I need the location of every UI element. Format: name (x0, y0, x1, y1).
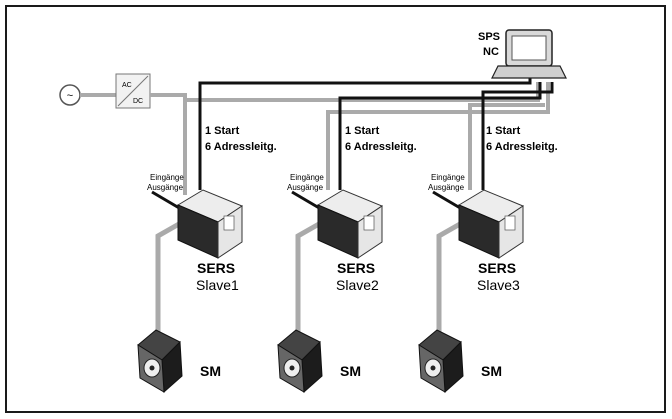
inputs-label: Eingänge (431, 173, 465, 182)
motor-cable (436, 217, 469, 345)
signal-bus-slave2 (338, 82, 542, 190)
controller-pc: SPS NC (478, 29, 567, 79)
motor-label: SM (481, 363, 502, 379)
unit-role-label: Slave1 (196, 277, 239, 293)
outputs-label: Ausgänge (287, 183, 324, 192)
motor-shaft-icon (149, 365, 155, 371)
outputs-label: Ausgänge (428, 183, 465, 192)
converter-ac-label: AC (122, 82, 132, 89)
converter-diagonal (117, 75, 149, 107)
power-bus-slave2 (326, 82, 550, 190)
motor-cable (295, 217, 328, 345)
bus-label-address: 6 Adressleitg. (345, 141, 417, 153)
bus-label-address: 6 Adressleitg. (205, 141, 277, 153)
unit-name-label: SERS (337, 260, 375, 276)
mains-symbol: ~ (67, 90, 73, 102)
motor-label: SM (340, 363, 361, 379)
inputs-label: Eingänge (150, 173, 184, 182)
monitor-screen (511, 35, 547, 61)
controller-label-sps: SPS (478, 31, 500, 43)
bus-label-start: 1 Start (345, 125, 380, 137)
motor-shaft-icon (430, 365, 436, 371)
module-label-plate (223, 215, 235, 231)
inputs-label: Eingänge (290, 173, 324, 182)
slave-unit-2: 1 Start 6 Adressleitg. EingängeAusgängeSER… (277, 125, 417, 394)
module-label-plate (363, 215, 375, 231)
motor-cable (155, 217, 188, 345)
slave-unit-3: 1 Start 6 Adressleitg. EingängeAusgängeSER… (418, 125, 558, 394)
controller-label-nc: NC (483, 46, 499, 58)
slave-unit-1: 1 Start 6 Adressleitg. EingängeAusgängeSER… (137, 125, 277, 394)
bus-label-start: 1 Start (205, 125, 240, 137)
outputs-label: Ausgänge (147, 183, 184, 192)
keyboard-icon (491, 65, 567, 79)
unit-role-label: Slave3 (477, 277, 520, 293)
power-supply: ~ AC DC (59, 73, 151, 109)
signal-bus-slave3 (481, 82, 554, 190)
bus-label-start: 1 Start (486, 125, 521, 137)
unit-role-label: Slave2 (336, 277, 379, 293)
converter-dc-label: DC (133, 98, 143, 105)
power-bus-slave3 (468, 103, 545, 190)
bus-label-address: 6 Adressleitg. (486, 141, 558, 153)
motor-label: SM (200, 363, 221, 379)
module-label-plate (504, 215, 516, 231)
unit-name-label: SERS (197, 260, 235, 276)
unit-name-label: SERS (478, 260, 516, 276)
motor-shaft-icon (289, 365, 295, 371)
